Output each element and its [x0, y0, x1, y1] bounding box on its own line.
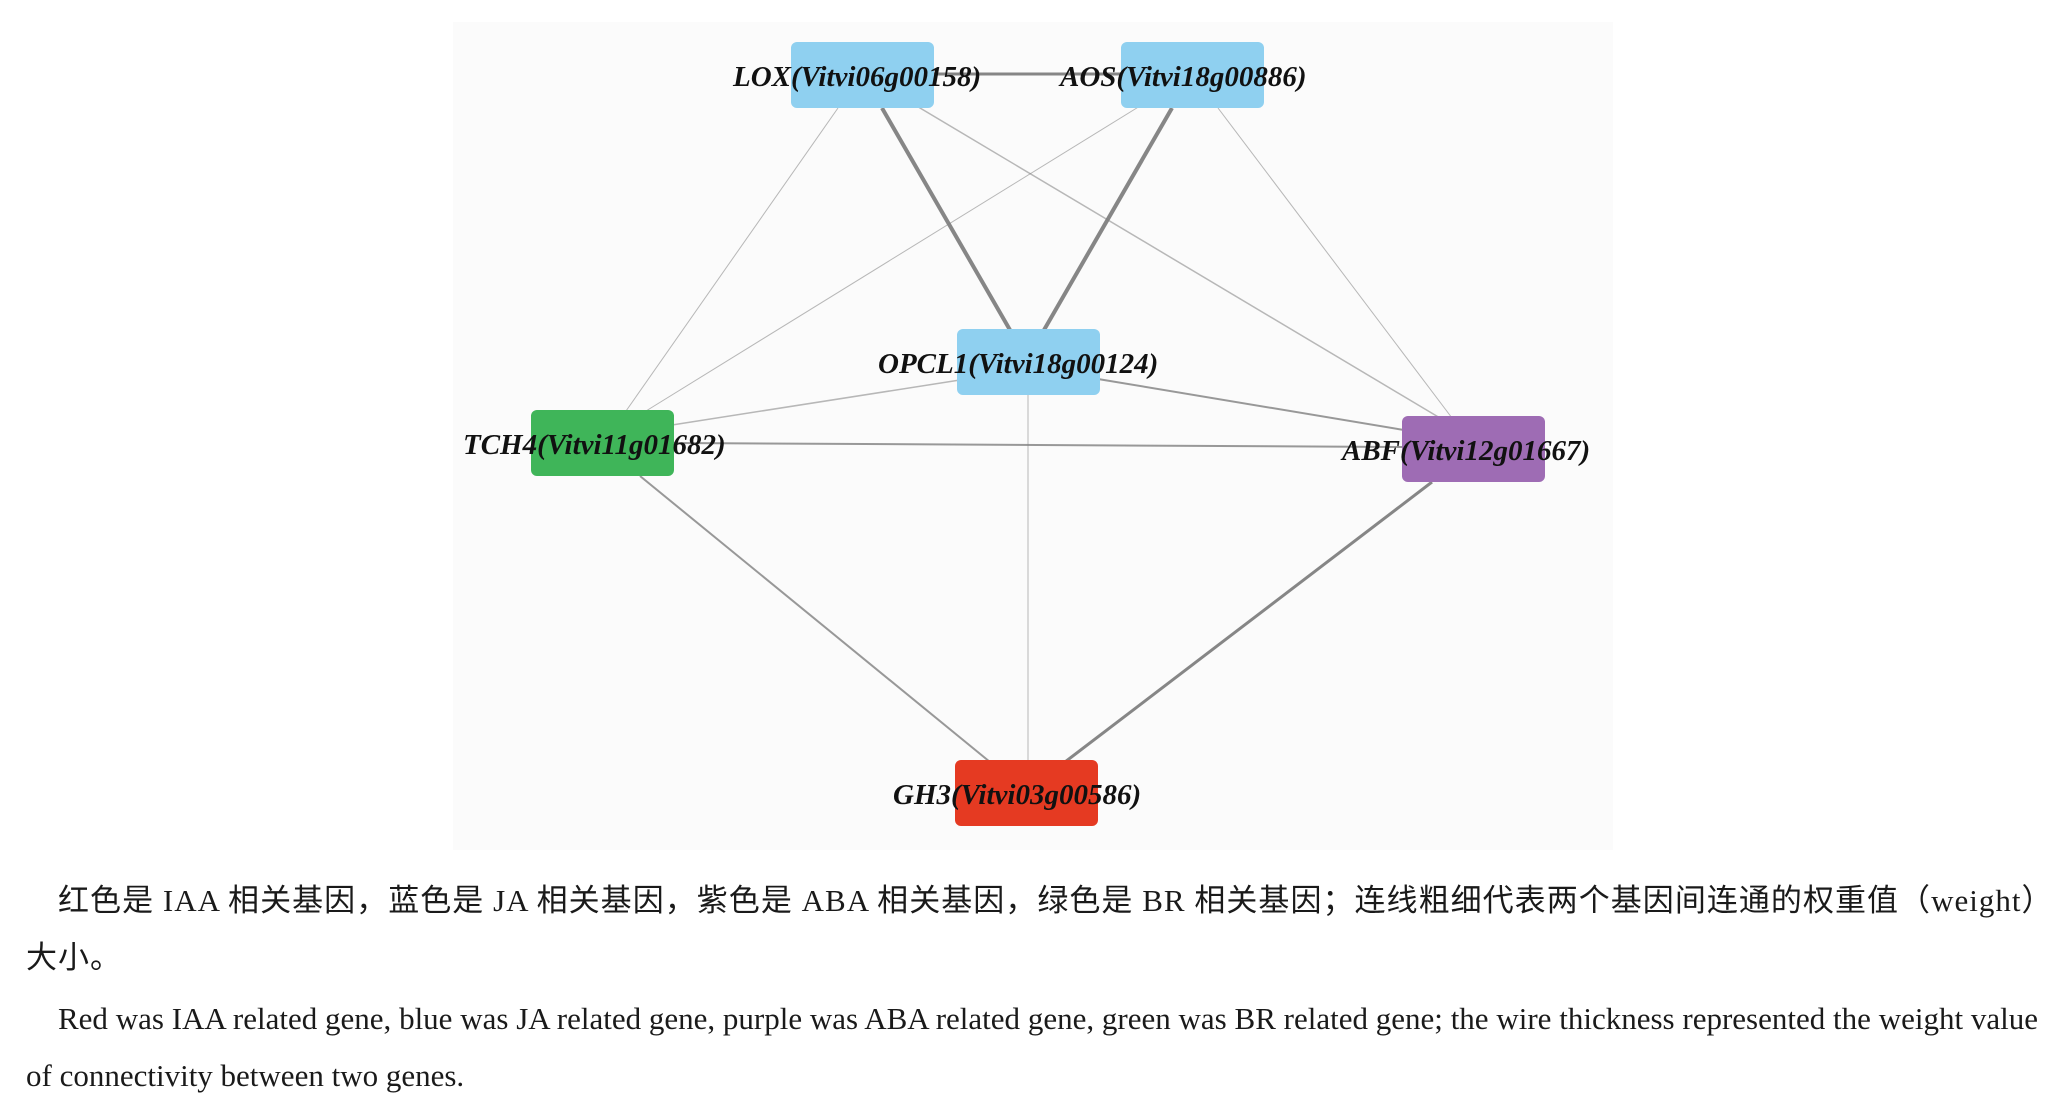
node-label-tch4: TCH4(Vitvi11g01682): [463, 429, 726, 461]
edge-aos-abf: [1217, 107, 1453, 419]
node-label-gh3: GH3(Vitvi03g00586): [893, 779, 1141, 811]
node-label-aos: AOS(Vitvi18g00886): [1058, 61, 1307, 93]
gene-network-diagram: LOX(Vitvi06g00158) AOS(Vitvi18g00886) OPCL…: [463, 42, 1591, 826]
node-label-opcl1: OPCL1(Vitvi18g00124): [878, 348, 1158, 380]
edge-abf-gh3: [1064, 480, 1433, 764]
node-box-aos: [1121, 42, 1264, 108]
edge-lox-tch4: [625, 107, 839, 412]
node-box-abf: [1402, 416, 1545, 482]
node-opcl1[interactable]: OPCL1(Vitvi18g00124): [878, 329, 1158, 395]
edge-lox-abf: [914, 104, 1441, 419]
node-lox[interactable]: LOX(Vitvi06g00158): [732, 42, 981, 108]
node-gh3[interactable]: GH3(Vitvi03g00586): [893, 760, 1141, 826]
edge-aos-opcl1: [1042, 107, 1174, 331]
node-box-tch4: [531, 410, 674, 476]
edge-opcl1-tch4: [671, 379, 961, 426]
edge-aos-tch4: [645, 105, 1141, 412]
node-box-opcl1: [957, 329, 1100, 395]
node-label-abf: ABF(Vitvi12g01667): [1340, 435, 1590, 467]
node-abf[interactable]: ABF(Vitvi12g01667): [1340, 416, 1590, 482]
node-box-gh3: [955, 760, 1098, 826]
edge-opcl1-abf: [1097, 378, 1405, 431]
edges-group: [625, 72, 1453, 764]
caption-chinese: 红色是 IAA 相关基因，蓝色是 JA 相关基因，紫色是 ABA 相关基因，绿色…: [26, 883, 2038, 975]
edge-tch4-gh3: [639, 475, 991, 763]
node-aos[interactable]: AOS(Vitvi18g00886): [1058, 42, 1307, 108]
node-label-lox: LOX(Vitvi06g00158): [732, 61, 981, 93]
edge-tch4-abf: [673, 442, 1405, 448]
node-box-lox: [791, 42, 934, 108]
node-tch4[interactable]: TCH4(Vitvi11g01682): [463, 410, 726, 476]
nodes-group: LOX(Vitvi06g00158) AOS(Vitvi18g00886) OPCL…: [463, 42, 1590, 826]
caption-english: Red was IAA related gene, blue was JA re…: [26, 1001, 2038, 1093]
edge-lox-opcl1: [880, 107, 1012, 331]
